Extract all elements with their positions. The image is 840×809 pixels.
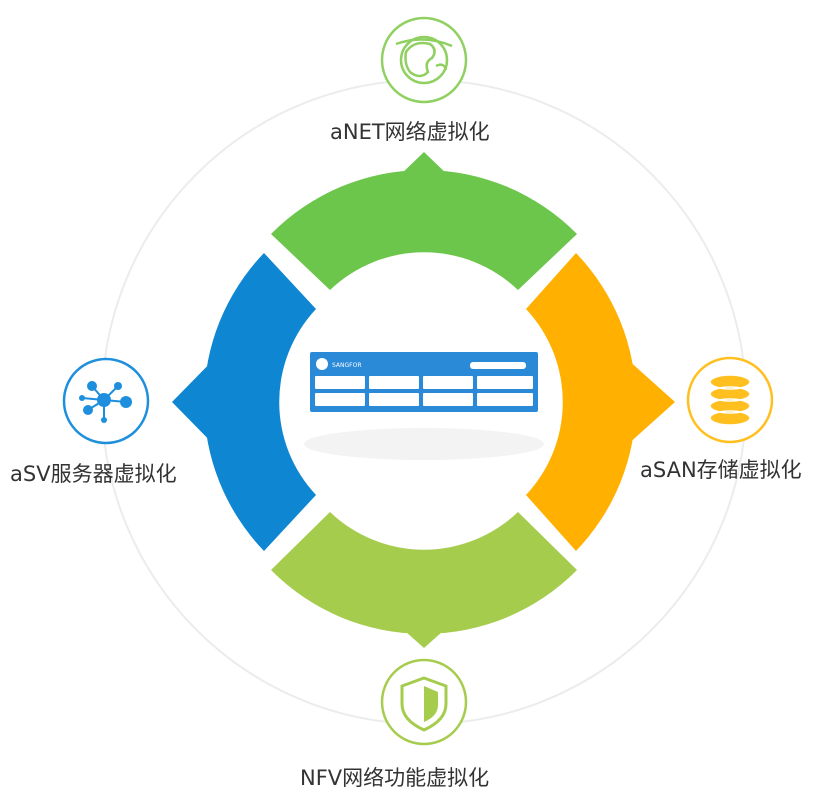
globe-icon (380, 16, 468, 104)
arc-asan (526, 253, 675, 551)
label-nfv: NFV网络功能虚拟化 (300, 766, 490, 790)
arc-nfv (271, 512, 577, 648)
disk-stack-icon (686, 356, 774, 444)
label-asv: aSV服务器虚拟化 (10, 462, 177, 486)
arc-anet (271, 152, 577, 290)
arc-asv (172, 253, 316, 551)
shield-icon (380, 658, 468, 746)
label-asan: aSAN存储虚拟化 (640, 458, 802, 482)
label-anet: aNET网络虚拟化 (330, 120, 490, 144)
molecule-network-icon (62, 357, 150, 445)
device-brand-text: SANGFOR (332, 362, 362, 369)
server-device-icon: SANGFOR (304, 352, 544, 460)
